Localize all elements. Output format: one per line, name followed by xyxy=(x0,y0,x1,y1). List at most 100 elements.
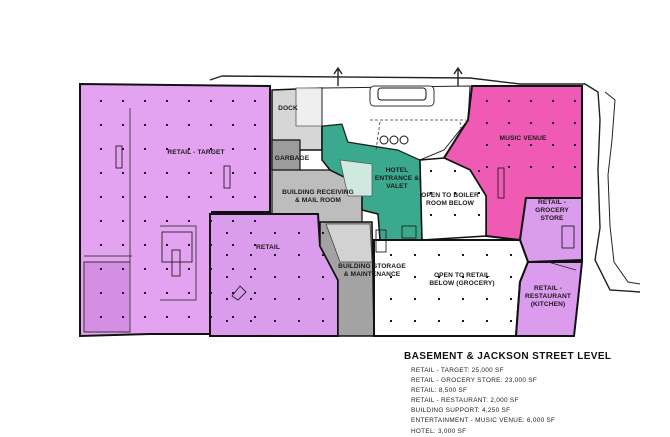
column-dot xyxy=(254,100,256,102)
column-dot xyxy=(254,124,256,126)
column-dot xyxy=(298,320,300,322)
column-dot xyxy=(210,268,212,270)
column-dot xyxy=(438,254,440,256)
room-label-line: ROOM BELOW xyxy=(426,200,475,207)
room-label-line: BELOW (GROCERY) xyxy=(429,280,494,287)
room-label-line: RETAIL - TARGET xyxy=(167,149,224,156)
column-dot xyxy=(530,122,532,124)
column-dot xyxy=(454,170,456,172)
column-dot xyxy=(226,232,228,234)
column-dot xyxy=(254,196,256,198)
column-dot xyxy=(274,276,276,278)
wall-target-inner xyxy=(84,108,197,330)
column-dot xyxy=(478,170,480,172)
room-label-line: ENTRANCE & xyxy=(375,175,419,182)
column-dot xyxy=(390,320,392,322)
column-dot xyxy=(188,148,190,150)
column-dot xyxy=(462,276,464,278)
room-label-garbage: GARBAGE xyxy=(275,155,310,162)
legend-item: RETAIL - GROCERY STORE: 23,000 SF xyxy=(411,377,538,385)
column-dot xyxy=(254,220,256,222)
room-label-retail-target: RETAIL - TARGET xyxy=(167,149,224,156)
column-dot xyxy=(250,298,252,300)
column-dot xyxy=(166,220,168,222)
column-dot xyxy=(438,276,440,278)
column-dot xyxy=(462,298,464,300)
column-dot xyxy=(390,276,392,278)
column-dot xyxy=(298,254,300,256)
room-label-line: BUILDING STORAGE xyxy=(338,263,406,270)
column-dot xyxy=(430,170,432,172)
column-dot xyxy=(298,276,300,278)
legend-item: ENTERTAINMENT - MUSIC VENUE: 6,000 SF xyxy=(411,417,556,425)
legend-item: RETAIL: 8,500 SF xyxy=(411,387,468,395)
room-label-retail-center: RETAIL xyxy=(256,244,280,251)
room-label-line: OPEN TO RETAIL xyxy=(434,272,490,279)
room-label-line: GARBAGE xyxy=(275,155,310,162)
column-dot xyxy=(210,148,212,150)
column-dot xyxy=(454,192,456,194)
hotel-fixtures xyxy=(377,87,427,145)
column-dot xyxy=(144,244,146,246)
column-dot xyxy=(100,220,102,222)
column-dot xyxy=(100,244,102,246)
column-dot xyxy=(100,172,102,174)
column-dot xyxy=(250,254,252,256)
room-hotel-lobby-light xyxy=(339,159,373,197)
column-dot xyxy=(530,100,532,102)
column-dot xyxy=(530,144,532,146)
column-dot xyxy=(188,268,190,270)
column-dot xyxy=(210,196,212,198)
column-dot xyxy=(254,244,256,246)
column-dot xyxy=(100,124,102,126)
column-dot xyxy=(226,254,228,256)
column-dot xyxy=(508,166,510,168)
column-dot xyxy=(122,220,124,222)
column-dot xyxy=(552,144,554,146)
room-label-line: STORE xyxy=(540,215,564,222)
room-retail-target-sub xyxy=(83,261,131,333)
column-dot xyxy=(552,122,554,124)
room-label-line: OPEN TO BOILER xyxy=(421,192,479,199)
column-dot xyxy=(250,232,252,234)
column-dot xyxy=(232,172,234,174)
column-dot xyxy=(100,100,102,102)
column-dot xyxy=(166,244,168,246)
room-open-retail xyxy=(373,239,530,337)
column-dot xyxy=(574,166,576,168)
stair-fixtures xyxy=(115,145,577,301)
column-dot xyxy=(508,122,510,124)
column-dot xyxy=(144,148,146,150)
column-dot xyxy=(122,100,124,102)
room-label-line: & MAINTENANCE xyxy=(344,271,401,278)
room-label-line: (KITCHEN) xyxy=(531,301,566,308)
column-dot xyxy=(574,144,576,146)
column-dot xyxy=(100,292,102,294)
column-dot xyxy=(322,298,324,300)
column-dot xyxy=(298,298,300,300)
column-dot xyxy=(166,124,168,126)
room-label-line: GROCERY xyxy=(535,207,569,214)
column-dot xyxy=(486,100,488,102)
column-dot xyxy=(232,100,234,102)
site-context xyxy=(209,66,641,293)
column-dot xyxy=(552,100,554,102)
column-dot xyxy=(274,232,276,234)
column-dot xyxy=(122,292,124,294)
column-dot xyxy=(486,298,488,300)
column-dot xyxy=(210,292,212,294)
column-dot xyxy=(390,298,392,300)
column-dot xyxy=(254,316,256,318)
column-dot xyxy=(188,292,190,294)
room-label-line: VALET xyxy=(386,183,408,190)
column-dot xyxy=(510,254,512,256)
legend-item: RETAIL - TARGET: 25,000 SF xyxy=(411,367,504,374)
legend: BASEMENT & JACKSON STREET LEVEL RETAIL -… xyxy=(404,351,664,437)
column-dot xyxy=(232,244,234,246)
column-dot xyxy=(254,292,256,294)
column-dot xyxy=(486,122,488,124)
